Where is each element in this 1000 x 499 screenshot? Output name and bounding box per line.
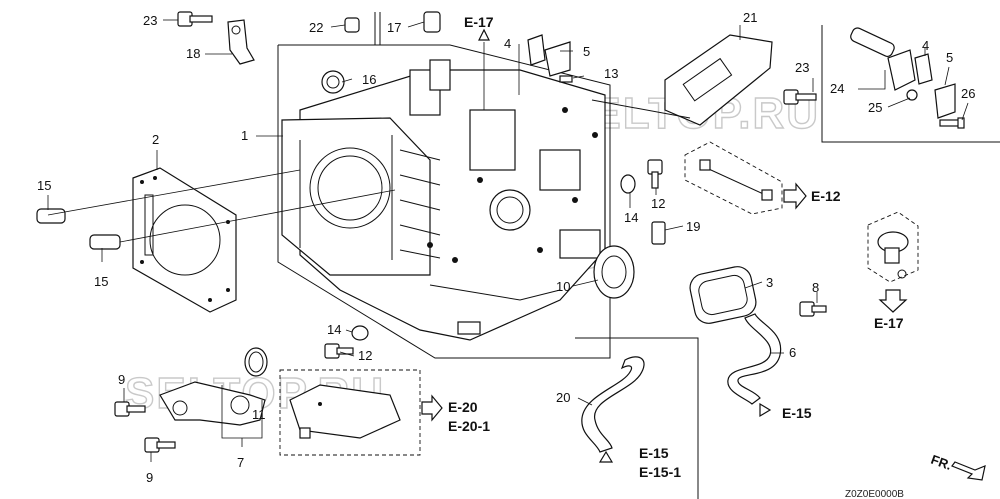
top-small-box-2 [379, 12, 450, 46]
callout-24: 24 [830, 81, 844, 96]
ref-e15-1: E-15-1 [639, 464, 681, 480]
small-parts-top [344, 11, 441, 33]
callout-18: 18 [186, 46, 200, 61]
hose-inset-frame [575, 337, 699, 499]
callout-8: 8 [812, 280, 819, 295]
ref-e17-right: E-17 [874, 315, 904, 331]
frame-lines [277, 12, 1000, 499]
ref-e15-bottom: E-15 [639, 445, 669, 461]
head-bore-1-inner [317, 155, 383, 221]
callout-9-lower: 9 [146, 470, 153, 485]
ref-e17-top: E-17 [464, 14, 494, 30]
diagram-code: Z0Z0E0000B [845, 489, 904, 499]
ref-e15-right: E-15 [782, 405, 812, 421]
callout-26: 26 [961, 86, 975, 101]
callout-10: 10 [556, 279, 570, 294]
washers-and-bolts [324, 75, 965, 359]
part-callouts: 23 18 22 17 16 1 2 15 15 4 5 13 21 23 24… [37, 10, 975, 485]
callout-21: 21 [743, 10, 757, 25]
e20-arrow [421, 394, 443, 422]
bolt-top [177, 11, 213, 27]
callout-4-main: 4 [504, 36, 511, 51]
head-rocker-cover [469, 109, 516, 171]
callout-23-top: 23 [143, 13, 157, 28]
callout-11: 11 [252, 407, 266, 422]
e12-arrow [783, 182, 807, 210]
callout-17: 17 [387, 20, 401, 35]
stay-bracket [227, 19, 255, 65]
ref-e20: E-20 [448, 399, 478, 415]
oil-pump-assembly [114, 347, 268, 453]
callout-1: 1 [241, 128, 248, 143]
callout-14-left: 14 [327, 322, 341, 337]
callout-23-right: 23 [795, 60, 809, 75]
callout-12-left: 12 [358, 348, 372, 363]
callout-19: 19 [686, 219, 700, 234]
clamp [344, 17, 360, 33]
inset-assembly [783, 27, 963, 127]
check-valve [877, 231, 909, 279]
callout-7: 7 [237, 455, 244, 470]
e15-bottom-arrow [598, 450, 614, 463]
callout-9-upper: 9 [118, 372, 125, 387]
cylinder-head [281, 59, 606, 341]
e17-right-arrow [878, 289, 908, 313]
callout-22: 22 [309, 20, 323, 35]
leader-lines [47, 19, 969, 462]
head-gasket-face [281, 117, 431, 276]
callout-6: 6 [789, 345, 796, 360]
callout-15-upper: 15 [37, 178, 51, 193]
e15-right-arrow [759, 402, 772, 418]
drain-hose [581, 356, 645, 453]
breather-hose [727, 313, 782, 405]
ref-e12: E-12 [811, 188, 841, 204]
bearing [321, 70, 345, 94]
e17-top-arrow [478, 28, 490, 41]
inset-box-top-right [821, 25, 1000, 143]
callout-25: 25 [868, 100, 882, 115]
guide-plate [289, 384, 401, 439]
callout-2: 2 [152, 132, 159, 147]
plates [527, 34, 956, 119]
reference-labels: E-17 E-12 E-17 E-20 E-20-1 E-15 E-15 E-1… [448, 14, 954, 499]
stud-bolt [699, 159, 773, 201]
callout-15-lower: 15 [94, 274, 108, 289]
callout-12-right: 12 [651, 196, 665, 211]
head-port [489, 189, 531, 231]
cap [423, 11, 441, 33]
fr-arrow [951, 461, 986, 481]
valve-inset-frame [867, 211, 919, 283]
callout-3: 3 [766, 275, 773, 290]
callout-16: 16 [362, 72, 376, 87]
callout-14-right: 14 [624, 210, 638, 225]
dowel-pin-upper [36, 208, 66, 224]
dowel-pin-lower [89, 234, 121, 250]
head-gasket [132, 167, 237, 313]
callout-5-main: 5 [583, 44, 590, 59]
callout-20: 20 [556, 390, 570, 405]
breather-cover [591, 34, 773, 126]
top-small-box [295, 12, 376, 46]
direction-label: FR. [929, 452, 954, 473]
callout-5-inset: 5 [946, 50, 953, 65]
callout-4-inset: 4 [922, 38, 929, 53]
bolt-inset-frame [684, 141, 783, 215]
oil-seal [593, 245, 635, 299]
reference-arrows [421, 28, 986, 481]
bracket-inset-frame [279, 369, 421, 456]
hoses [581, 313, 782, 453]
dowel-pins [36, 208, 121, 250]
ref-e20-1: E-20-1 [448, 418, 490, 434]
callout-13: 13 [604, 66, 618, 81]
head-cover-gasket [689, 266, 757, 324]
head-bore-1 [309, 147, 391, 229]
